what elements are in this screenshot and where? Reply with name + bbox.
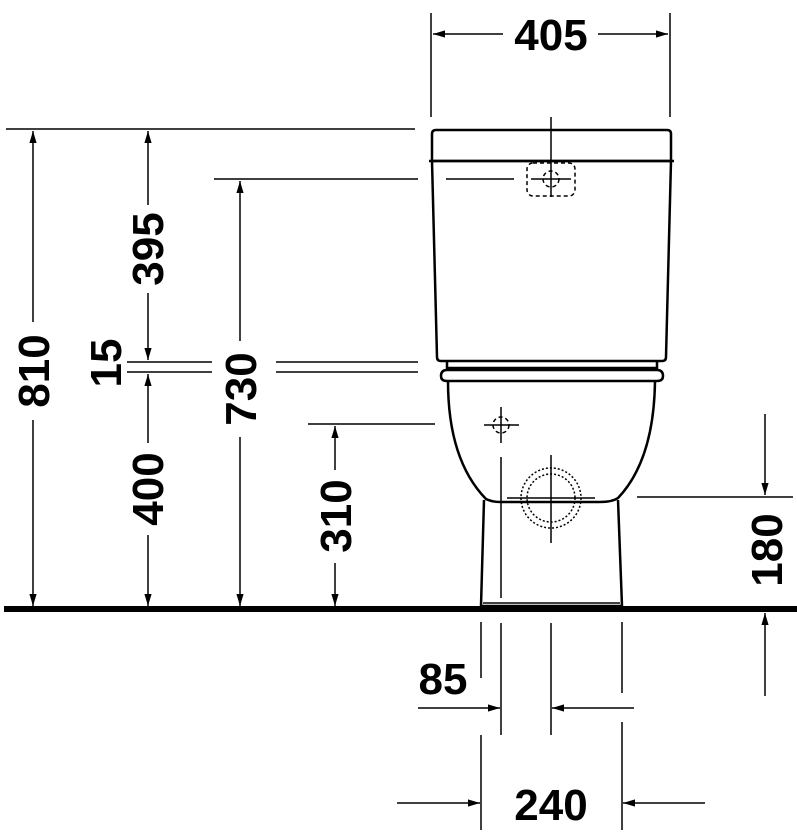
- dimension-width-405: 405: [433, 11, 668, 60]
- dim-label-400: 400: [124, 452, 173, 525]
- pan-bowl: [446, 380, 657, 504]
- toilet-outline: [429, 117, 674, 608]
- dim-label-180: 180: [743, 513, 792, 586]
- dim-label-730: 730: [217, 352, 266, 425]
- dim-label-15: 15: [82, 339, 131, 388]
- dim-label-310: 310: [312, 479, 361, 552]
- dimension-height-395: 395: [124, 131, 173, 360]
- dim-label-240: 240: [514, 781, 587, 830]
- dimension-offset-85: 85: [418, 655, 634, 712]
- dim-label-395: 395: [124, 212, 173, 285]
- dimension-height-730: 730: [217, 181, 266, 606]
- dim-label-85: 85: [419, 655, 468, 704]
- cistern-lid: [430, 128, 673, 163]
- dimension-height-310: 310: [312, 426, 361, 606]
- dim-label-810: 810: [10, 334, 59, 407]
- cistern-body: [430, 160, 673, 363]
- dimension-height-180: 180: [743, 414, 792, 696]
- pan-rim: [439, 368, 665, 383]
- dimension-height-810: 810: [10, 131, 59, 606]
- dimension-height-400: 400: [124, 374, 173, 606]
- pan-foot: [479, 499, 624, 608]
- extension-lines: [6, 13, 793, 830]
- dim-label-405: 405: [514, 11, 587, 60]
- dimension-width-240: 240: [397, 781, 705, 830]
- dimension-gap-15: 15: [82, 339, 131, 388]
